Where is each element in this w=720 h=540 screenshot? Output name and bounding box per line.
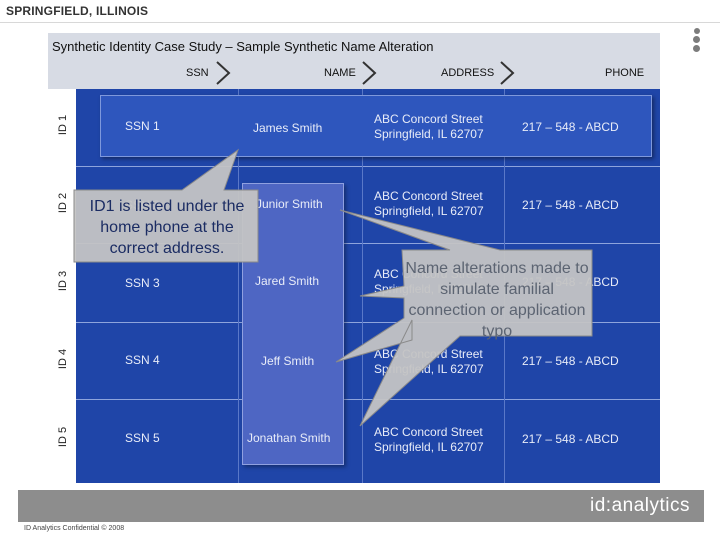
name-cell: Jeff Smith <box>261 354 315 368</box>
callout-home-phone-text: ID1 is listed under the home phone at th… <box>89 198 245 257</box>
chevron-right-icon <box>216 61 231 85</box>
row-label-column: ID 1 ID 2 ID 3 ID 4 ID 5 <box>48 89 76 483</box>
footer-bar: id:analytics <box>18 490 704 522</box>
address-line-1: ABC Concord Street <box>374 425 483 439</box>
phone-cell: 217 – 548 - ABCD <box>522 198 619 212</box>
phone-cell: 217 – 548 - ABCD <box>522 354 619 368</box>
row-divider <box>76 166 660 167</box>
column-header-ssn: SSN <box>186 67 209 79</box>
column-header-name: NAME <box>324 67 356 79</box>
column-header-address: ADDRESS <box>441 67 495 79</box>
column-divider <box>238 89 239 483</box>
row-divider <box>76 399 660 400</box>
header-divider <box>0 22 720 23</box>
address-line-2: Springfield, IL 62707 <box>374 204 484 218</box>
phone-cell: 217 – 548 - ABCD <box>522 120 619 134</box>
chevron-right-icon <box>362 61 377 85</box>
row-label-id5: ID 5 <box>57 426 69 448</box>
phone-cell: 217 – 548 - ABCD <box>522 432 619 446</box>
slide-header-band: Synthetic Identity Case Study – Sample S… <box>48 33 660 89</box>
address-line-1: ABC Concord Street <box>374 347 483 361</box>
address-line-2: Springfield, IL 62707 <box>374 127 484 141</box>
page-header-title: SPRINGFIELD, ILLINOIS <box>6 4 149 18</box>
row-label-id2: ID 2 <box>57 192 69 214</box>
slide-title: Synthetic Identity Case Study – Sample S… <box>52 39 434 54</box>
footer-confidential: ID Analytics Confidential © 2008 <box>24 525 125 532</box>
name-cell: Jared Smith <box>255 274 320 288</box>
row-label-id1: ID 1 <box>57 114 69 136</box>
callout-name-alterations-text: Name alterations made to simulate famili… <box>405 260 589 340</box>
name-cell: James Smith <box>253 121 323 135</box>
decorative-dots-icon <box>692 28 702 52</box>
row-label-id4: ID 4 <box>57 348 69 370</box>
name-cell: Junior Smith <box>256 197 323 211</box>
address-line-2: Springfield, IL 62707 <box>374 362 484 376</box>
id1-highlight-box <box>100 95 652 157</box>
ssn-cell: SSN 1 <box>125 119 160 133</box>
address-line-1: ABC Concord Street <box>374 189 483 203</box>
ssn-cell: SSN 3 <box>125 276 160 290</box>
column-header-phone: PHONE <box>605 67 645 79</box>
address-line-1: ABC Concord Street <box>374 112 483 126</box>
ssn-cell: SSN 4 <box>125 353 160 367</box>
chevron-right-icon <box>500 61 515 85</box>
company-logo: id:analytics <box>590 495 690 516</box>
address-line-2: Springfield, IL 62707 <box>374 440 484 454</box>
name-cell: Jonathan Smith <box>247 431 331 445</box>
ssn-cell: SSN 5 <box>125 431 160 445</box>
row-label-id3: ID 3 <box>57 270 69 292</box>
